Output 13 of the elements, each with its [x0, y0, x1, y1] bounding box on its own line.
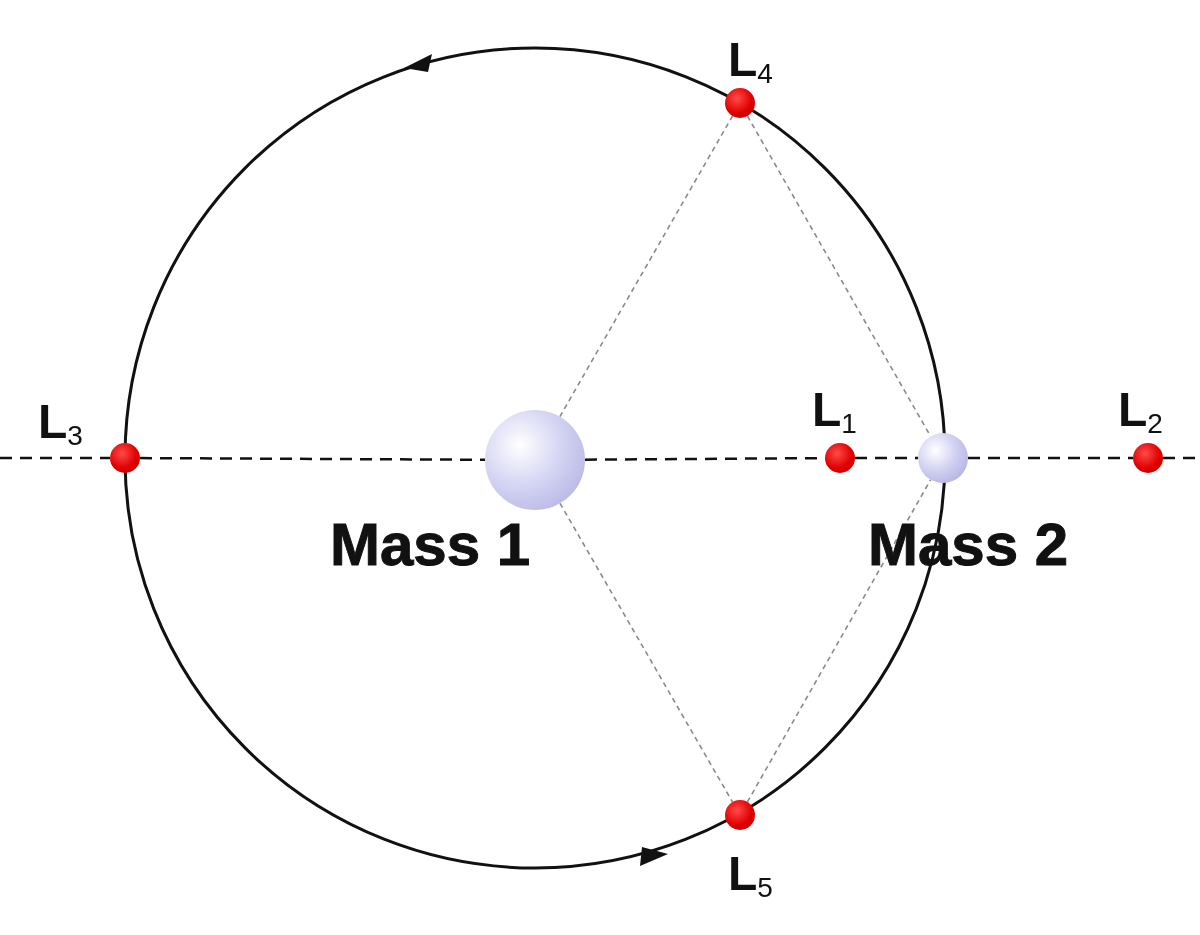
dotted-line [559, 115, 734, 418]
point-label: L$_{2}$ [1118, 382, 1164, 441]
dotted-line [559, 502, 734, 803]
point-label: L$_{1}$ [812, 382, 858, 441]
dashed-line [140, 456, 485, 461]
point-label: L$_{3}$ [38, 394, 84, 453]
point-label: L$_{4}$ [728, 32, 774, 91]
dashed-line [855, 456, 918, 460]
dashed-line [0, 456, 110, 460]
dashed-line [968, 456, 1133, 460]
dotted-line [746, 478, 932, 803]
mass-label: Mass 1 [330, 510, 532, 580]
point-label: L$_{5}$ [728, 846, 774, 905]
